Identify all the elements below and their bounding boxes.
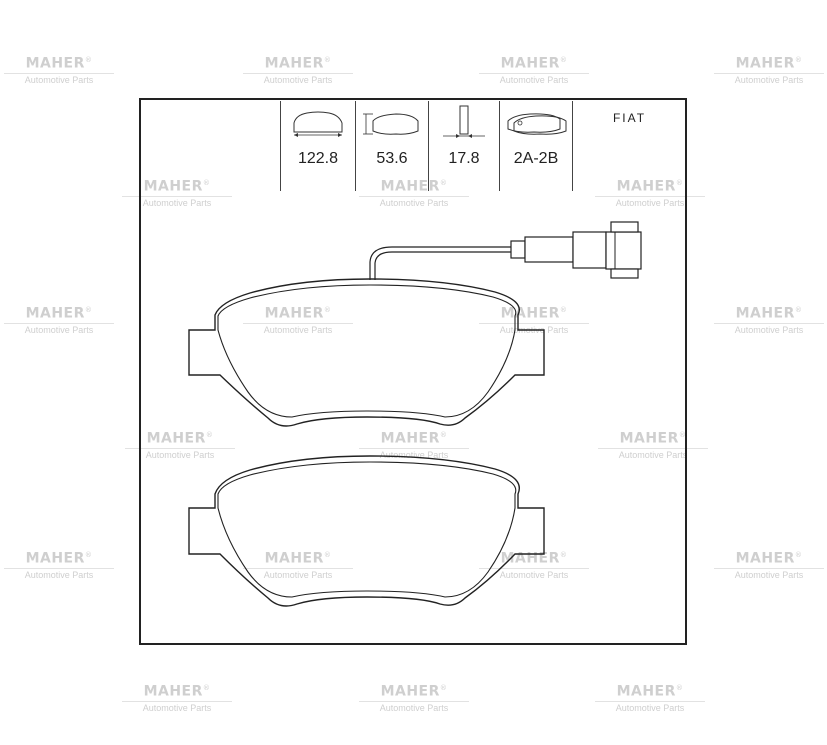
lower-brake-pad (188, 455, 545, 607)
spec-brand-cell: FIAT (573, 101, 686, 189)
pad-thickness-icon (443, 105, 485, 138)
sensor-connector (510, 221, 642, 279)
sensor-cable (374, 251, 572, 280)
table-divider (280, 101, 281, 191)
spec-thickness-value: 17.8 (448, 150, 480, 167)
spec-height-cell: 53.6 (356, 101, 428, 189)
vehicle-brand: FIAT (612, 111, 647, 125)
spec-set-cell: 2A-2B (500, 101, 572, 189)
table-divider (572, 101, 573, 191)
product-drawing-frame (139, 98, 687, 645)
spec-table: 122.8 53.6 17.8 2A-2B FIAT (142, 101, 686, 191)
spec-height-value: 53.6 (376, 150, 408, 167)
table-divider (499, 101, 500, 191)
pad-set-icon (507, 113, 567, 135)
pad-height-icon (363, 113, 419, 135)
spec-width-value: 122.8 (297, 150, 339, 167)
table-divider (355, 101, 356, 191)
upper-brake-pad (188, 278, 545, 427)
spec-width-cell: 122.8 (281, 101, 355, 189)
spec-set-value: 2A-2B (513, 150, 559, 167)
pad-width-icon (293, 111, 343, 137)
spec-thickness-cell: 17.8 (429, 101, 499, 189)
table-divider (428, 101, 429, 191)
sensor-cable (369, 246, 572, 280)
